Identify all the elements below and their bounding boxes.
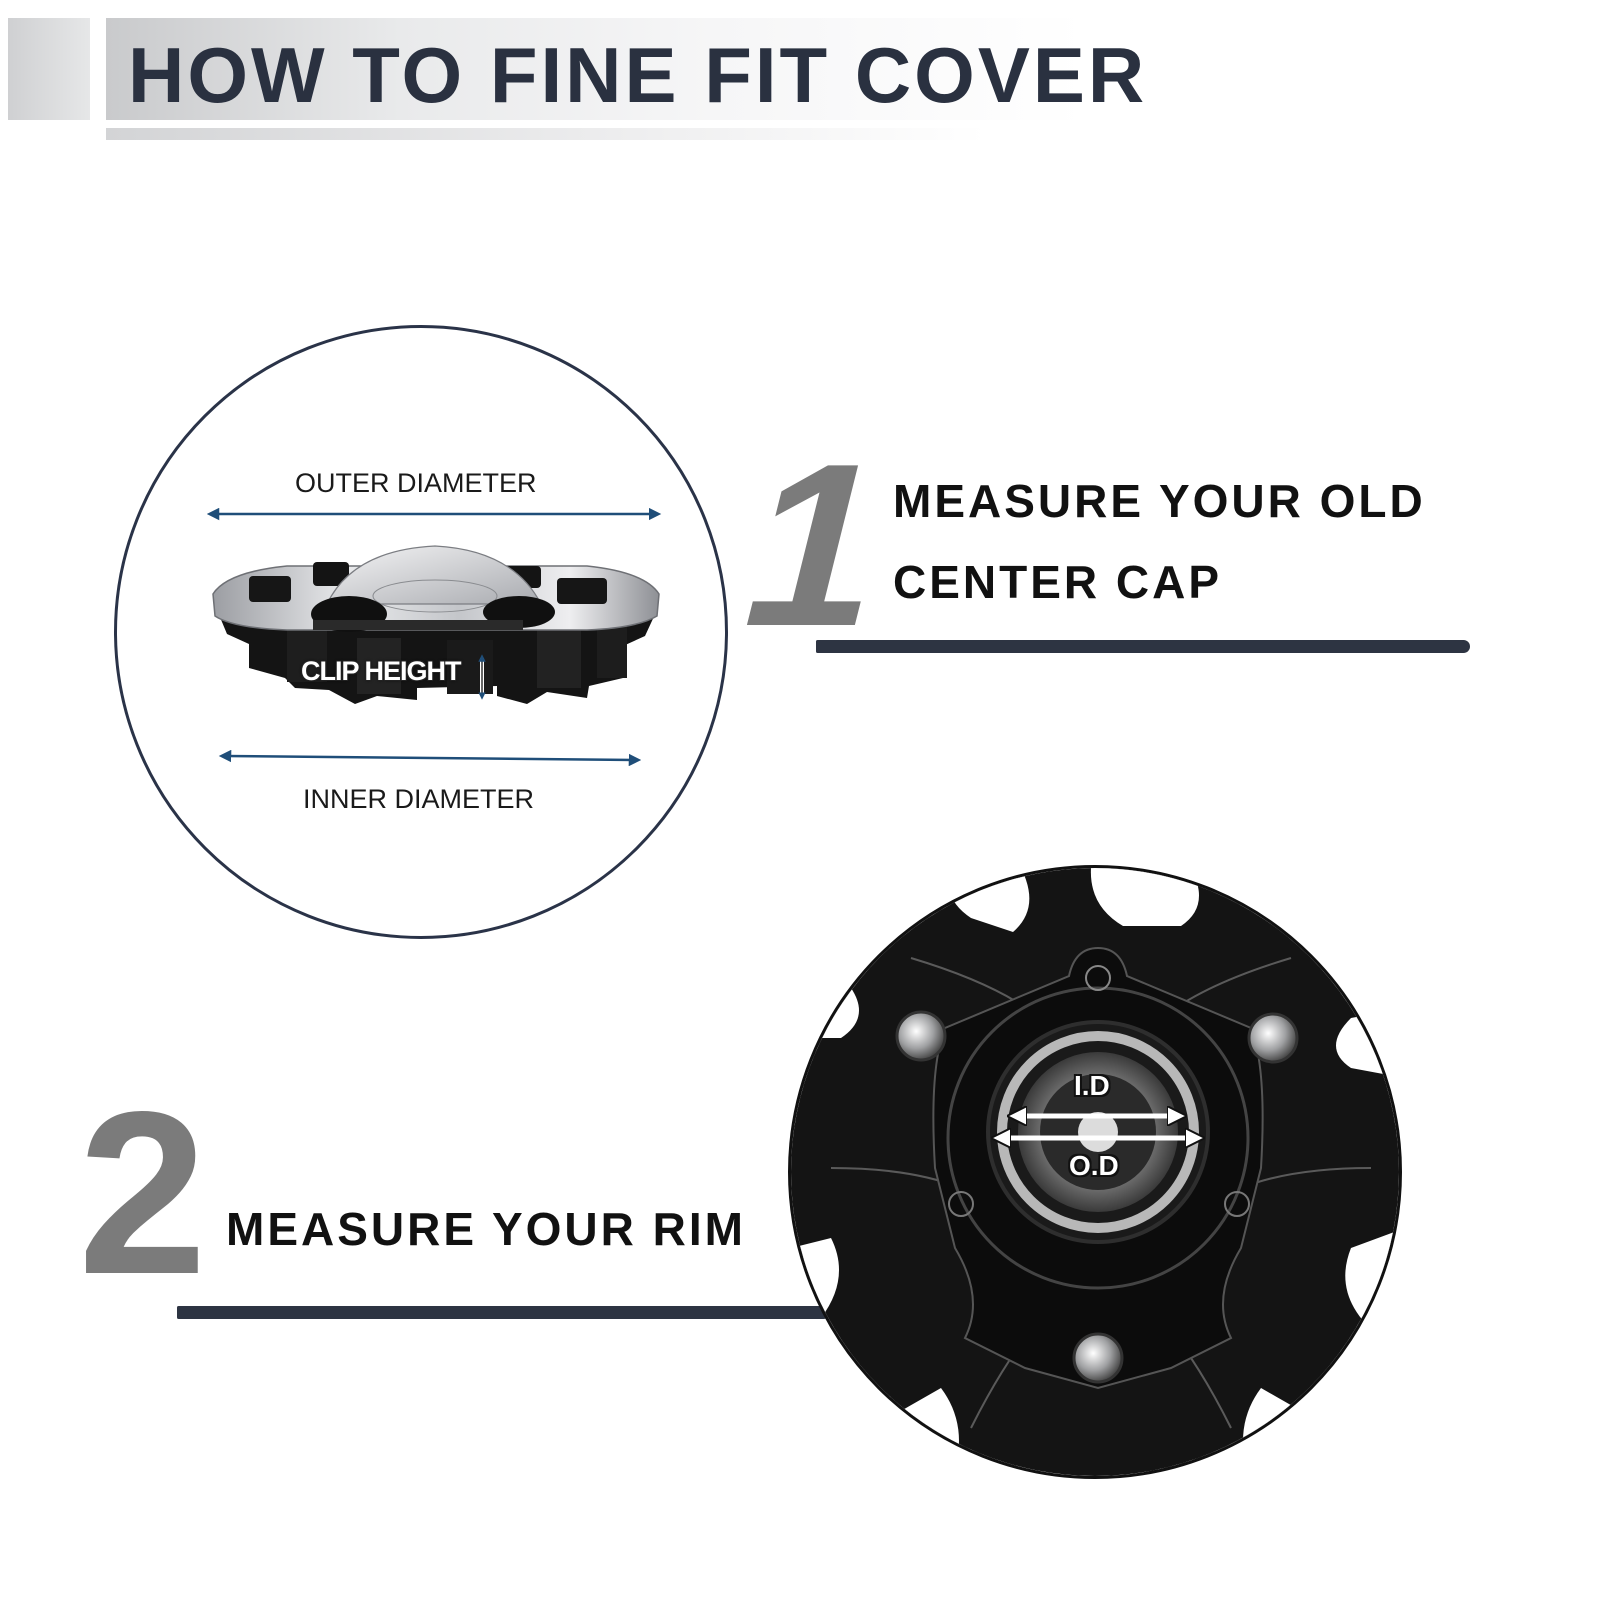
page-title: HOW TO FINE FIT COVER [128,31,1148,119]
lug-nut-right [1247,1012,1299,1064]
header-band [106,18,1086,120]
step-2-number: 2 [78,1064,208,1323]
step-1-title-line-1: MEASURE YOUR OLD [893,475,1426,527]
id-label: I.D [1074,1070,1110,1101]
step-2-underline [177,1306,830,1319]
center-cap-body [212,545,660,704]
step-2-title: MEASURE YOUR RIM [226,1203,746,1255]
center-cap-diagram: OUTER DIAMETER [114,325,728,939]
header-accent-block [8,18,90,120]
clip-height-label: CLIP HEIGHT [301,656,462,686]
step-1-title-line-2: CENTER CAP [893,556,1223,608]
step-1-number: 1 [719,416,914,675]
rim-hub-illustration [791,868,1399,1476]
header-underline [106,128,986,140]
lug-nut-bottom [1072,1332,1124,1384]
center-cap-illustration [206,507,662,767]
lug-nut-left [895,1010,947,1062]
step-1-underline [816,640,1470,653]
inner-diameter-arrow [218,749,642,767]
od-label: O.D [1069,1150,1119,1181]
rim-hub-diagram: I.D O.D [788,865,1402,1479]
outer-diameter-label: OUTER DIAMETER [295,468,537,498]
inner-diameter-label: INNER DIAMETER [303,784,535,814]
